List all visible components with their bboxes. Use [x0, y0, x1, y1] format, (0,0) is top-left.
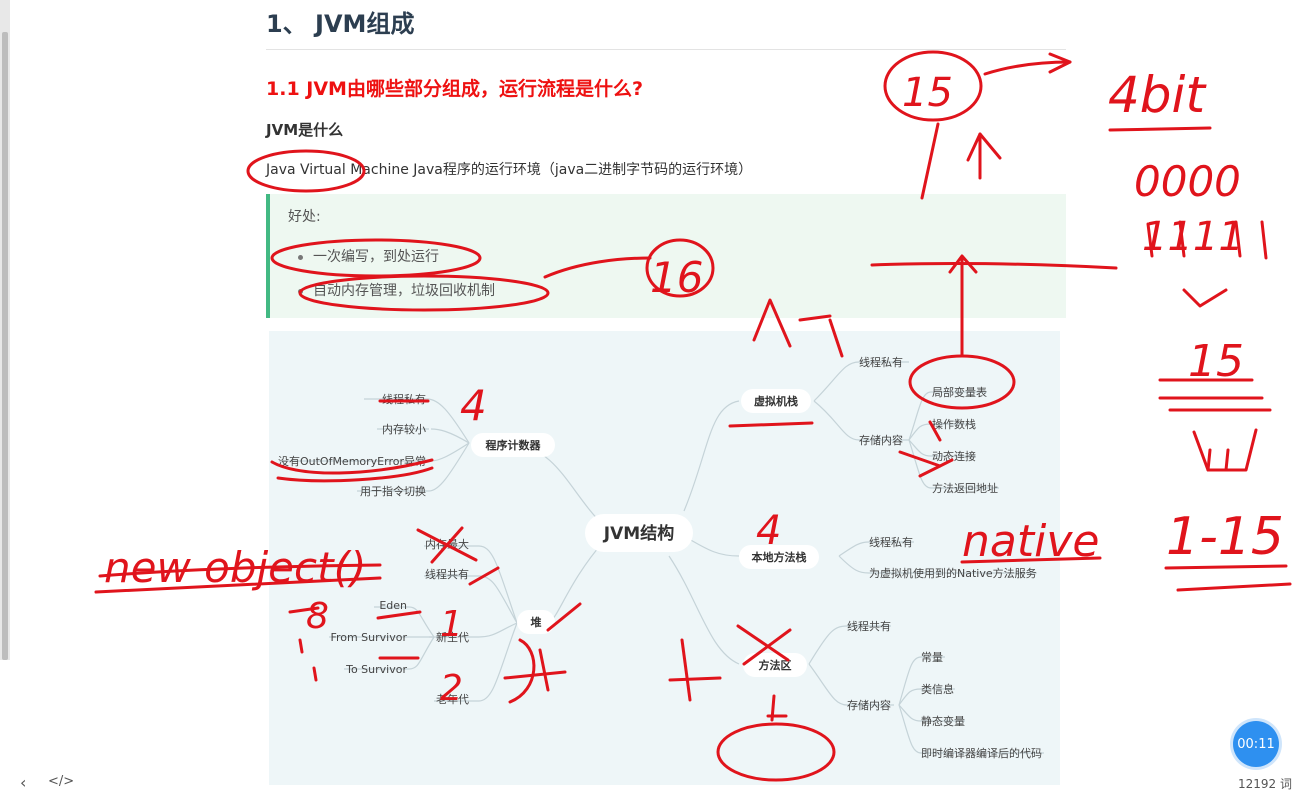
vm-stack-node: 虚拟机栈 — [741, 389, 811, 413]
word-count: 12192 词 — [1238, 777, 1292, 791]
vm-stack-child: 存储内容 — [859, 433, 903, 447]
tip-item: 自动内存管理，垃圾回收机制 — [298, 280, 495, 300]
vm-stack-storage: 动态连接 — [932, 450, 976, 463]
method-area-label: 方法区 — [759, 658, 792, 672]
root-node: JVM结构 — [585, 514, 693, 552]
method-area-storage: 即时编译器编译后的代码 — [921, 746, 1042, 760]
annotation-range: 1-15 — [1166, 507, 1284, 567]
heading-jvm-parts: 1.1 JVM由哪些部分组成，运行流程是什么? — [266, 78, 643, 100]
method-area-storage: 静态变量 — [921, 714, 965, 728]
vm-stack-storage: 局部变量表 — [932, 385, 987, 399]
pc-child: 没有OutOfMemoryError异常 — [278, 454, 426, 468]
recording-timer[interactable]: 00:11 — [1233, 721, 1279, 767]
heading-divider — [266, 49, 1066, 50]
jvm-structure-mindmap: JVM结构 程序计数器 线程私有 内存较小 没有OutOfMemoryError… — [269, 331, 1060, 785]
annotation-4bit: 4bit — [1108, 66, 1207, 124]
heap-child: 老年代 — [436, 692, 469, 706]
method-area-child: 存储内容 — [847, 698, 891, 712]
left-scrollbar[interactable] — [0, 0, 10, 660]
heap-node: 堆 — [517, 610, 555, 634]
heap-label: 堆 — [531, 615, 542, 629]
native-stack-label: 本地方法栈 — [752, 550, 807, 564]
native-stack-node: 本地方法栈 — [739, 545, 819, 569]
annotation-1111: 1111 — [1142, 214, 1244, 260]
jvm-definition-paragraph: Java Virtual Machine Java程序的运行环境（java二进制… — [266, 162, 753, 178]
bullet-icon — [298, 254, 303, 260]
young-gen-child: Eden — [379, 599, 407, 612]
vm-stack-label: 虚拟机栈 — [754, 394, 798, 408]
heading-jvm-composition: 1、 JVM组成 — [266, 10, 415, 38]
bullet-icon — [298, 288, 303, 294]
annotation-0000: 0000 — [1134, 157, 1241, 206]
tip-title: 好处: — [288, 209, 321, 225]
heap-child: 线程共有 — [425, 567, 469, 581]
pc-child: 内存较小 — [382, 422, 426, 436]
young-gen-child: To Survivor — [345, 663, 407, 676]
heap-child: 内存最大 — [425, 537, 469, 551]
bottom-status-bar: ‹ </> 12192 词 — [0, 768, 1314, 797]
vm-stack-child: 线程私有 — [859, 355, 903, 369]
chevron-left-icon[interactable]: ‹ — [20, 773, 27, 792]
heading-what-is-jvm: JVM是什么 — [266, 121, 344, 139]
pc-label: 程序计数器 — [486, 438, 542, 452]
vm-stack-storage: 操作数栈 — [932, 417, 976, 431]
method-area-child: 线程共有 — [847, 619, 891, 633]
tip-item: 一次编写，到处运行 — [298, 246, 439, 266]
method-area-node: 方法区 — [743, 653, 807, 677]
tip-item-text: 一次编写，到处运行 — [313, 249, 439, 265]
method-area-storage: 常量 — [921, 651, 943, 664]
pc-child: 用于指令切换 — [360, 484, 426, 498]
pc-node: 程序计数器 — [471, 433, 555, 457]
tip-item-text: 自动内存管理，垃圾回收机制 — [313, 283, 495, 299]
source-code-icon[interactable]: </> — [48, 774, 75, 789]
native-stack-child: 为虚拟机使用到的Native方法服务 — [869, 566, 1037, 580]
annotation-15-decimal: 15 — [1188, 336, 1244, 387]
vm-stack-storage: 方法返回地址 — [932, 481, 998, 495]
benefits-tip-box: 好处: 一次编写，到处运行 自动内存管理，垃圾回收机制 — [266, 194, 1066, 318]
root-label: JVM结构 — [603, 523, 674, 544]
young-gen-child: From Survivor — [330, 631, 407, 644]
mindmap-svg: JVM结构 程序计数器 线程私有 内存较小 没有OutOfMemoryError… — [278, 355, 1044, 760]
scrollbar-thumb[interactable] — [2, 32, 8, 660]
heap-child: 新生代 — [436, 630, 469, 644]
annotation-15: 15 — [902, 70, 953, 116]
pc-child: 线程私有 — [382, 392, 426, 406]
method-area-storage: 类信息 — [921, 682, 954, 696]
native-stack-child: 线程私有 — [869, 535, 913, 549]
